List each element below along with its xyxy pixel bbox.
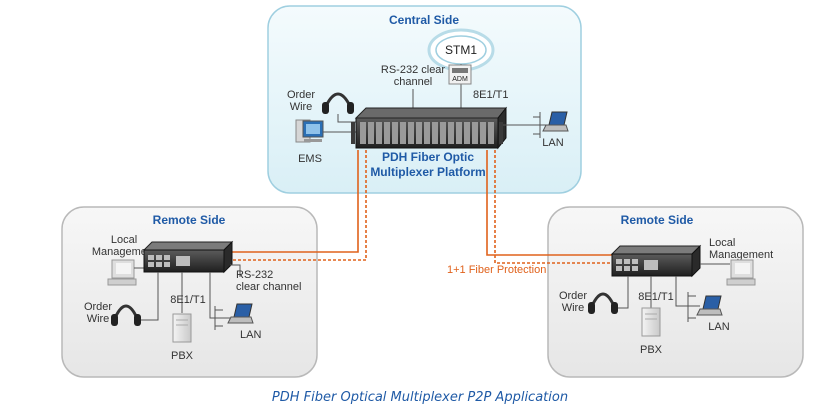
left-rs232-line1: RS-232 <box>236 269 273 281</box>
left-e1-label: 8E1/T1 <box>170 294 205 306</box>
right-management-pc-icon <box>726 259 756 286</box>
right-pbx-label: PBX <box>640 344 663 356</box>
left-lan-label: LAN <box>240 329 261 341</box>
central-rs232-line2: channel <box>394 76 433 88</box>
ems-label: EMS <box>298 153 322 165</box>
right-laptop-icon <box>696 295 723 316</box>
left-order-wire-line1: Order <box>84 301 112 313</box>
left-local-mgmt-line2: Management <box>92 246 156 258</box>
fiber-link-left <box>232 150 367 261</box>
central-lan-label: LAN <box>542 137 563 149</box>
central-rs232-line1: RS-232 clear <box>381 64 446 76</box>
right-local-mgmt-line2: Management <box>709 249 773 261</box>
platform-title-line1: PDH Fiber Optic <box>382 150 474 164</box>
left-laptop-icon <box>227 303 254 324</box>
left-remote-unit <box>142 240 234 274</box>
central-side-panel <box>267 5 582 194</box>
right-order-wire-line1: Order <box>559 290 587 302</box>
ems-computer-icon <box>295 119 324 143</box>
right-local-mgmt-line1: Local <box>709 237 735 249</box>
right-headset-icon <box>588 292 618 314</box>
left-headset-icon <box>111 304 141 326</box>
stm1-label: STM1 <box>445 43 477 57</box>
left-local-mgmt-line1: Local <box>111 234 137 246</box>
right-lan-bus <box>675 276 700 322</box>
left-pbx-label: PBX <box>171 350 194 362</box>
stm1-network-ring: STM1 <box>427 28 495 72</box>
left-order-wire-line2: Wire <box>87 313 110 325</box>
remote-left-title: Remote Side <box>153 213 226 227</box>
central-side-title: Central Side <box>389 13 459 27</box>
adm-device-icon: ADM <box>448 64 472 85</box>
left-management-pc-icon <box>107 259 137 286</box>
left-rs232-line2: clear channel <box>236 281 301 293</box>
central-laptop-icon <box>542 111 569 132</box>
fiber-link-right <box>486 150 612 264</box>
adm-label: ADM <box>452 76 468 83</box>
right-order-wire-line2: Wire <box>562 302 585 314</box>
right-pbx-icon <box>641 307 661 337</box>
figure-caption: PDH Fiber Optical Multiplexer P2P Applic… <box>272 390 568 405</box>
remote-right-title: Remote Side <box>621 213 694 227</box>
right-e1-label: 8E1/T1 <box>638 291 673 303</box>
central-e1-label: 8E1/T1 <box>473 89 508 101</box>
right-lan-label: LAN <box>708 321 729 333</box>
multiplexer-platform-chassis <box>351 106 508 150</box>
remote-side-left-panel <box>61 206 318 378</box>
left-lan-bus <box>209 272 232 330</box>
fiber-protection-label: 1+1 Fiber Protection <box>447 264 546 276</box>
central-order-wire-line2: Wire <box>290 101 313 113</box>
left-pbx-icon <box>172 313 192 343</box>
right-remote-unit <box>610 244 702 278</box>
headset-icon <box>322 92 354 114</box>
central-order-wire-line1: Order <box>287 89 315 101</box>
platform-title-line2: Multiplexer Platform <box>370 165 485 179</box>
